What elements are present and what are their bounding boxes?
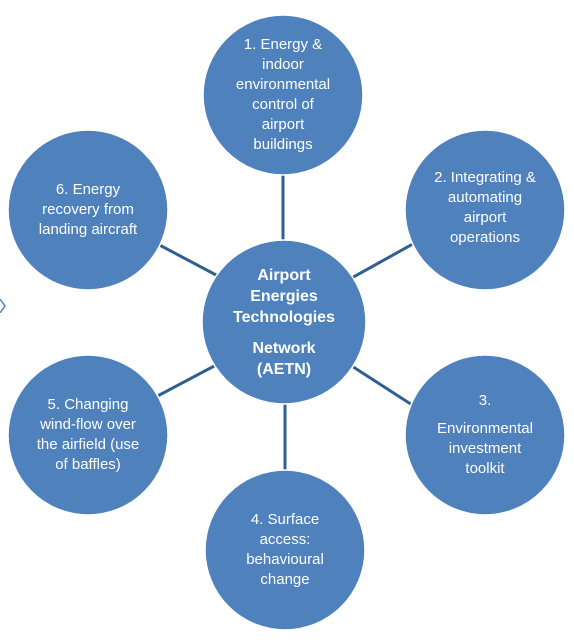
node-2-line: automating xyxy=(447,189,523,206)
center-title-line: Technologies xyxy=(233,308,335,326)
center-title-line: Airport xyxy=(257,266,311,284)
node-2-line: operations xyxy=(449,229,521,246)
node-3-circle xyxy=(404,354,566,516)
node-4-circle xyxy=(204,469,366,631)
node-4-line: behavioural xyxy=(246,551,324,568)
node-3-line: Environmental xyxy=(437,420,533,437)
node-1-line: 1. Energy & xyxy=(243,36,323,53)
node-6-label: 6. Energy recovery from landing aircraft xyxy=(8,170,168,250)
center-label: Airport Energies Technologies Network (A… xyxy=(194,240,374,404)
node-5-circle xyxy=(7,354,169,516)
node-1-line: control of xyxy=(252,96,314,113)
node-4-line: 4. Surface xyxy=(250,511,320,528)
node-1-line: environmental xyxy=(235,76,331,93)
node-4-line: access: xyxy=(259,531,311,548)
node-6-line: landing aircraft xyxy=(38,221,138,238)
node-2-label: 2. Integrating & automating airport oper… xyxy=(405,158,565,258)
node-2-line: 2. Integrating & xyxy=(434,169,536,186)
node-2-line: airport xyxy=(463,209,507,226)
node-1-circle xyxy=(202,14,364,176)
node-5-line: 5. Changing xyxy=(47,396,129,413)
node-5-line: wind-flow over xyxy=(40,416,136,433)
center-title-line: Energies xyxy=(250,287,318,305)
node-1-line: indoor xyxy=(262,56,304,73)
node-3-line: investment xyxy=(448,440,522,457)
node-1-label: 1. Energy & indoor environmental control… xyxy=(203,30,363,160)
center-subtitle-line: (AETN) xyxy=(256,360,312,378)
node-5-line: of baffles) xyxy=(55,456,121,473)
node-2-circle xyxy=(404,129,566,291)
edge-arrow-mark xyxy=(0,299,6,313)
node-4-line: change xyxy=(260,571,310,588)
node-4-label: 4. Surface access: behavioural change xyxy=(205,500,365,600)
node-5-line: the airfield (use xyxy=(36,436,140,453)
node-1-line: airport xyxy=(261,116,305,133)
node-6-circle xyxy=(7,129,169,291)
center-circle xyxy=(201,239,367,405)
node-3-line: 3. xyxy=(478,392,492,409)
node-3-label: 3. Environmental investment toolkit xyxy=(405,383,565,487)
node-5-label: 5. Changing wind-flow over the airfield … xyxy=(8,385,168,485)
node-6-line: 6. Energy xyxy=(55,181,121,198)
center-subtitle-line: Network xyxy=(252,339,316,357)
node-6-line: recovery from xyxy=(42,201,134,218)
node-3-line: toolkit xyxy=(465,460,505,477)
node-1-line: buildings xyxy=(253,136,313,153)
